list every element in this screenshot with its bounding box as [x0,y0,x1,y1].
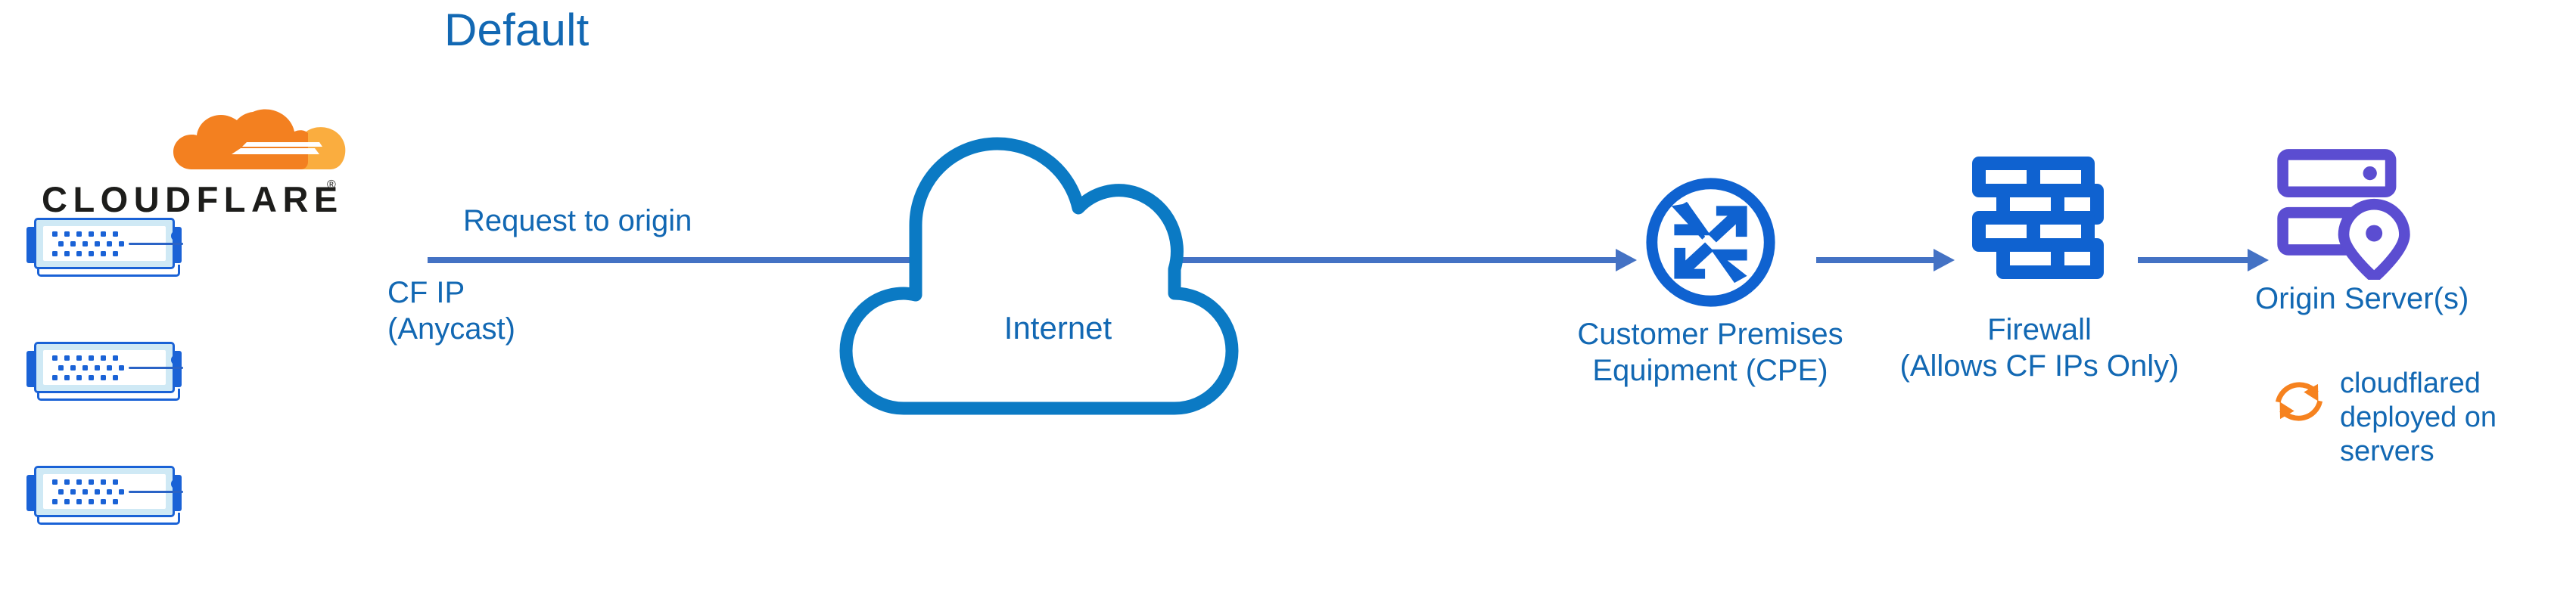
server-status-line [129,491,183,493]
page-title: Default [444,5,590,55]
server-location-icon [2277,149,2410,280]
firewall-label-line-2: (Allows CF IPs Only) [1899,349,2179,383]
server-vent-grid [52,231,124,257]
firewall-label-line-1: Firewall [1987,313,2092,346]
connector-cpe-to-firewall [1816,257,1934,263]
origin-node: Origin Server(s) [2255,140,2576,315]
cloudflared-line-3: servers [2340,436,2434,467]
internet-node: Internet [831,113,1285,423]
cpe-label-line-1: Customer Premises [1577,318,1843,351]
arrowhead-to-origin [2248,249,2269,271]
router-icon [1646,178,1775,307]
cloud-icon [839,137,1239,415]
firewall-label: Firewall (Allows CF IPs Only) [1869,312,2210,384]
edge-label-cf-ip: CF IP (Anycast) [387,274,515,347]
server-status-line [129,367,183,369]
cpe-label-line-2: Equipment (CPE) [1592,354,1828,387]
server-power-led [171,231,182,241]
cpe-node: Customer Premises Equipment (CPE) [1551,172,1869,387]
server-faceplate [43,226,183,261]
cloudflare-wordmark: CLOUDFLARE [42,179,344,219]
edge-label-request-to-origin: Request to origin [463,204,692,237]
cf-ip-line-2: (Anycast) [387,312,515,346]
server-rack-device [26,342,183,401]
server-vent-grid [52,479,124,505]
server-faceplate [43,350,183,385]
brick-wall-icon [1972,157,2104,279]
origin-label: Origin Server(s) [2255,282,2469,315]
arrowhead-to-cpe [1616,249,1637,271]
server-faceplate [43,474,183,509]
internet-label: Internet [1003,310,1112,346]
server-chassis [34,466,183,517]
sync-arrows-icon [2275,382,2323,421]
firewall-node: Firewall (Allows CF IPs Only) [1869,144,2210,383]
server-rack-device [26,218,183,277]
cloudflared-line-1: cloudflared [2340,367,2481,399]
server-power-led [171,479,182,489]
server-power-led [171,355,182,365]
connector-firewall-to-origin [2138,257,2248,263]
server-status-line [129,243,183,245]
cloudflared-text: cloudflared deployed on servers [2340,367,2567,469]
server-rack-device [26,466,183,525]
server-chassis [34,218,183,269]
arrowhead-to-firewall [1934,249,1955,271]
cloudflare-logo: CLOUDFLARE ® [42,106,346,219]
cpe-label: Customer Premises Equipment (CPE) [1551,316,1869,389]
cf-ip-line-1: CF IP [387,276,465,309]
cloudflare-cloud-icon [173,109,346,169]
server-chassis [34,342,183,393]
server-vent-grid [52,355,124,381]
cloudflared-line-2: deployed on [2340,402,2497,433]
registered-trademark-icon: ® [327,178,336,191]
